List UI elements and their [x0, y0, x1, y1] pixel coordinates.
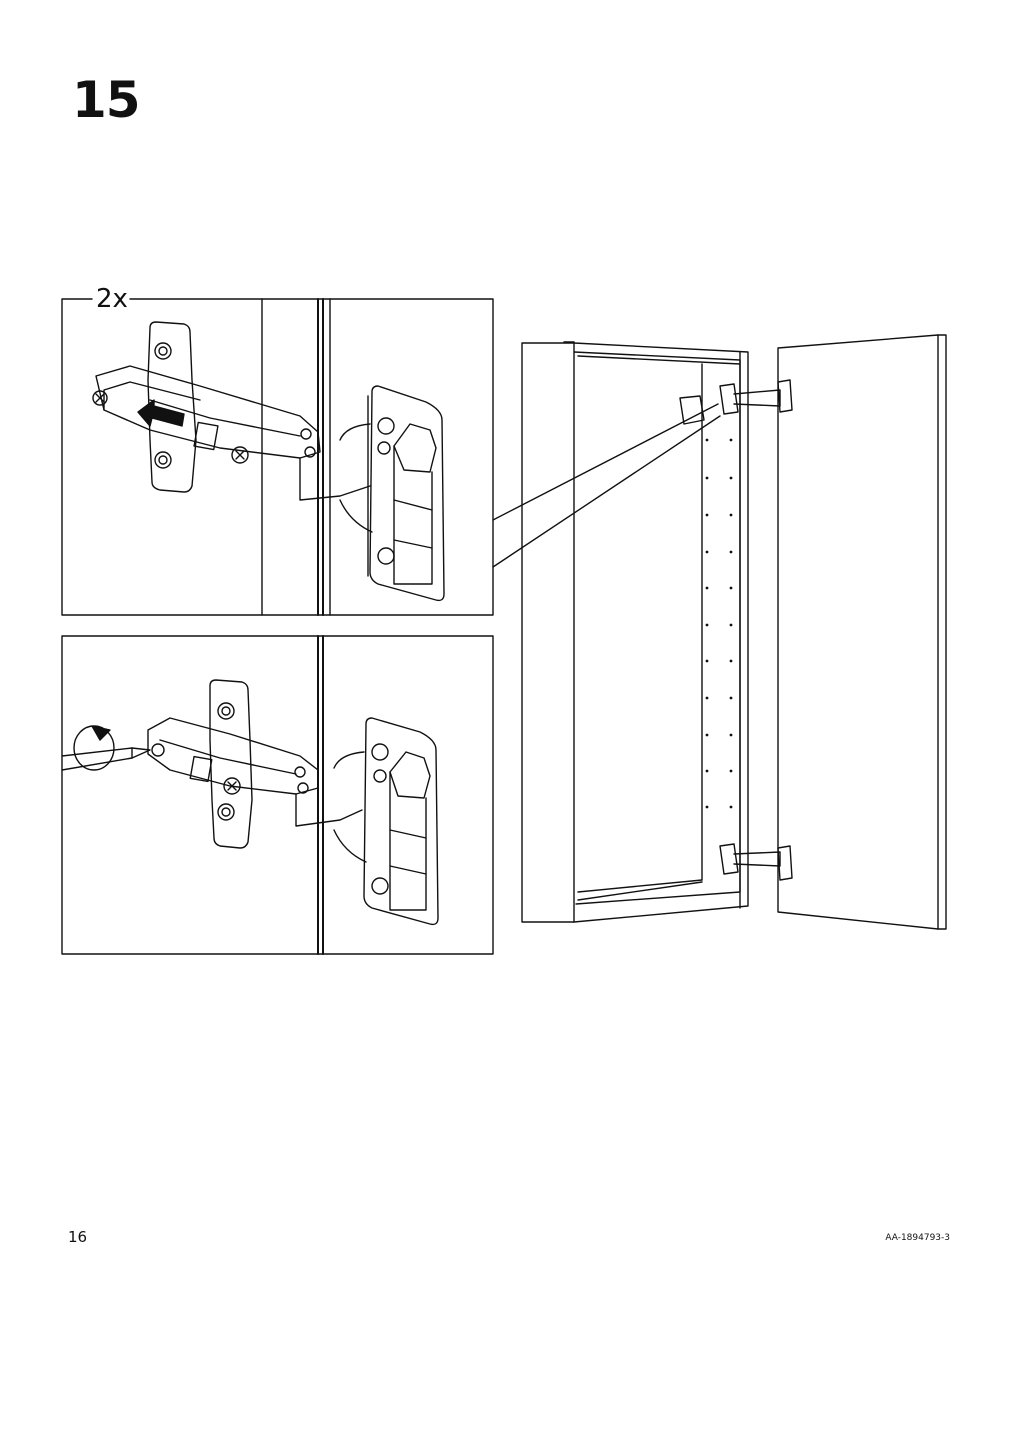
hinge-cup-plate	[339, 385, 445, 602]
detail-panel-bottom	[61, 635, 494, 955]
shelf-pin-holes	[705, 438, 733, 809]
quantity-label: 2x	[96, 284, 128, 314]
hinge-bottom	[719, 843, 793, 881]
screwdriver	[61, 747, 151, 771]
hinge-mounting-plate	[147, 321, 197, 493]
page-number: 16	[68, 1228, 88, 1246]
detail-panel-top: 2x	[61, 284, 494, 616]
hinge-top	[719, 379, 793, 415]
cabinet-door	[777, 334, 947, 930]
document-code: AA-1894793-3	[885, 1233, 950, 1243]
rotate-clockwise-icon	[73, 725, 115, 771]
step-number: 15	[72, 71, 141, 129]
cabinet-overview	[492, 334, 947, 930]
hinge-arm	[92, 365, 371, 501]
hinge-mounting-plate	[209, 679, 253, 849]
hinge-cup-plate	[333, 717, 439, 926]
hinge-arm	[147, 717, 363, 827]
arrow-left-icon	[137, 399, 185, 427]
